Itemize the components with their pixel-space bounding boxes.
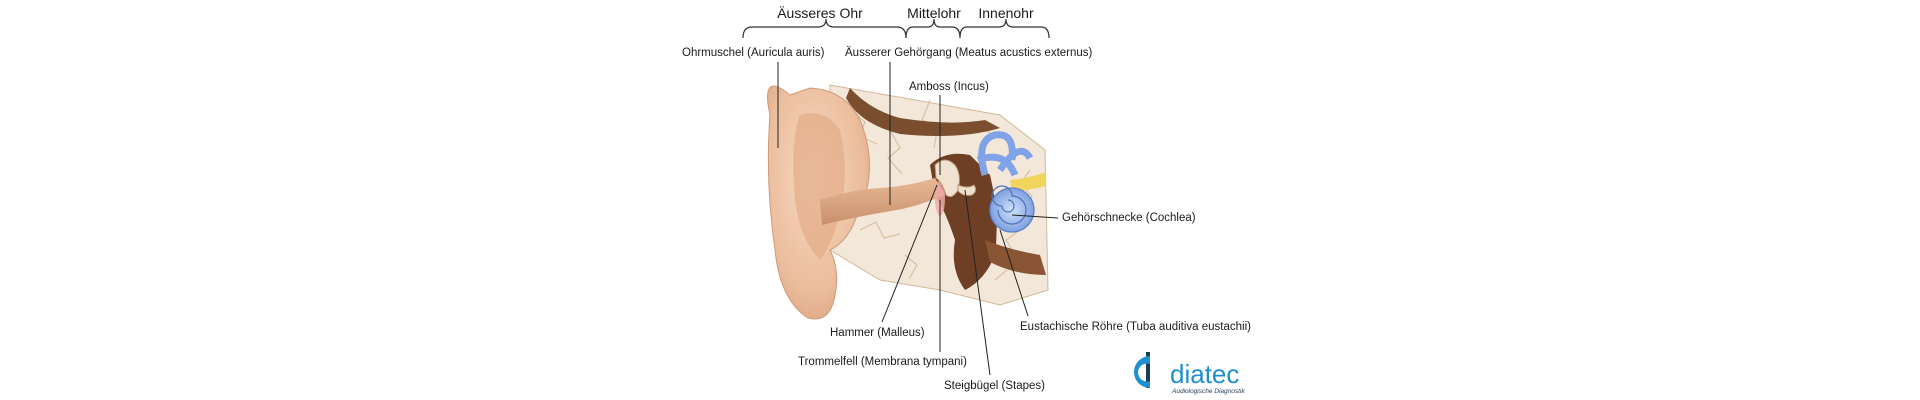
leader-malleus [881, 184, 938, 323]
label-ear-canal: Äusserer Gehörgang (Meatus acustics exte… [845, 47, 1093, 59]
section-title-outer-ear: Äusseres Ohr [777, 5, 863, 21]
ear-canal-shape [820, 178, 945, 225]
semicircular-canals [976, 131, 1034, 177]
diatec-logo-icon [1134, 352, 1150, 388]
leader-stapes [964, 189, 991, 376]
label-pinna: Ohrmuschel (Auricula auris) [682, 47, 825, 59]
section-braces [742, 18, 1050, 39]
leader-eustachian [999, 229, 1029, 317]
cochlea-shape [989, 185, 1035, 233]
ear-illustration [767, 84, 1049, 320]
label-eardrum: Trommelfell (Membrana tympani) [798, 356, 967, 368]
section-title-inner-ear: Innenohr [978, 5, 1034, 21]
auditory-nerve [1010, 172, 1046, 192]
label-malleus: Hammer (Malleus) [830, 327, 925, 339]
stapes-shape [957, 184, 977, 196]
diatec-logo: diatec Audiologische Diagnostik [1134, 352, 1245, 395]
eardrum-shape [935, 180, 945, 216]
brace-outer-ear [742, 18, 907, 39]
brace-inner-ear [959, 18, 1050, 39]
label-incus: Amboss (Incus) [909, 81, 989, 93]
leader-lines [777, 62, 1059, 376]
leader-cochlea [1011, 214, 1059, 219]
label-eustachian-tube: Eustachische Röhre (Tuba auditiva eustac… [1020, 321, 1251, 333]
eustachian-tube-shape [985, 240, 1046, 275]
label-cochlea: Gehörschnecke (Cochlea) [1062, 212, 1196, 224]
section-title-middle-ear: Mittelohr [907, 5, 961, 21]
tissue-band [846, 88, 1000, 136]
label-stapes: Steigbügel (Stapes) [944, 380, 1045, 392]
diatec-logo-tagline: Audiologische Diagnostik [1171, 388, 1245, 395]
pinna-inner-fold [793, 113, 845, 260]
brace-middle-ear [905, 18, 961, 39]
diatec-logo-text: diatec [1170, 359, 1239, 389]
